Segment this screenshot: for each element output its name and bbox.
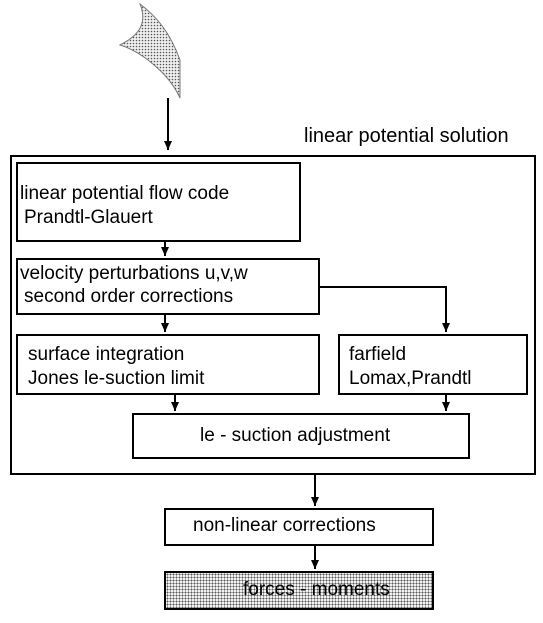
forces-moments-box: [164, 571, 434, 610]
velocity-line2: second order corrections: [24, 286, 234, 307]
le-suction-label: le - suction adjustment: [200, 425, 391, 446]
nonlinear-label: non-linear corrections: [193, 515, 376, 536]
surface-line1: surface integration: [28, 344, 185, 365]
linear-potential-solution-label: linear potential solution: [304, 125, 509, 147]
flow-code-box: [16, 162, 301, 242]
farfield-line1: farfield: [349, 344, 407, 365]
surface-line2: Jones le-suction limit: [28, 368, 205, 389]
velocity-perturbations-box: [16, 258, 320, 315]
flow-code-line1: linear potential flow code: [20, 183, 230, 204]
farfield-box: [338, 334, 528, 395]
flow-code-line2: Prandtl-Glauert: [24, 207, 153, 228]
arrow-velocity-to-farfield: [320, 286, 450, 332]
velocity-line1: velocity perturbations u,v,w: [20, 263, 248, 284]
surface-integration-box: [16, 334, 320, 395]
farfield-line2: Lomax,Prandtl: [349, 368, 472, 389]
forces-label: forces - moments: [243, 579, 390, 600]
le-suction-adjustment-box: [132, 413, 470, 459]
nonlinear-corrections-box: [164, 508, 434, 546]
